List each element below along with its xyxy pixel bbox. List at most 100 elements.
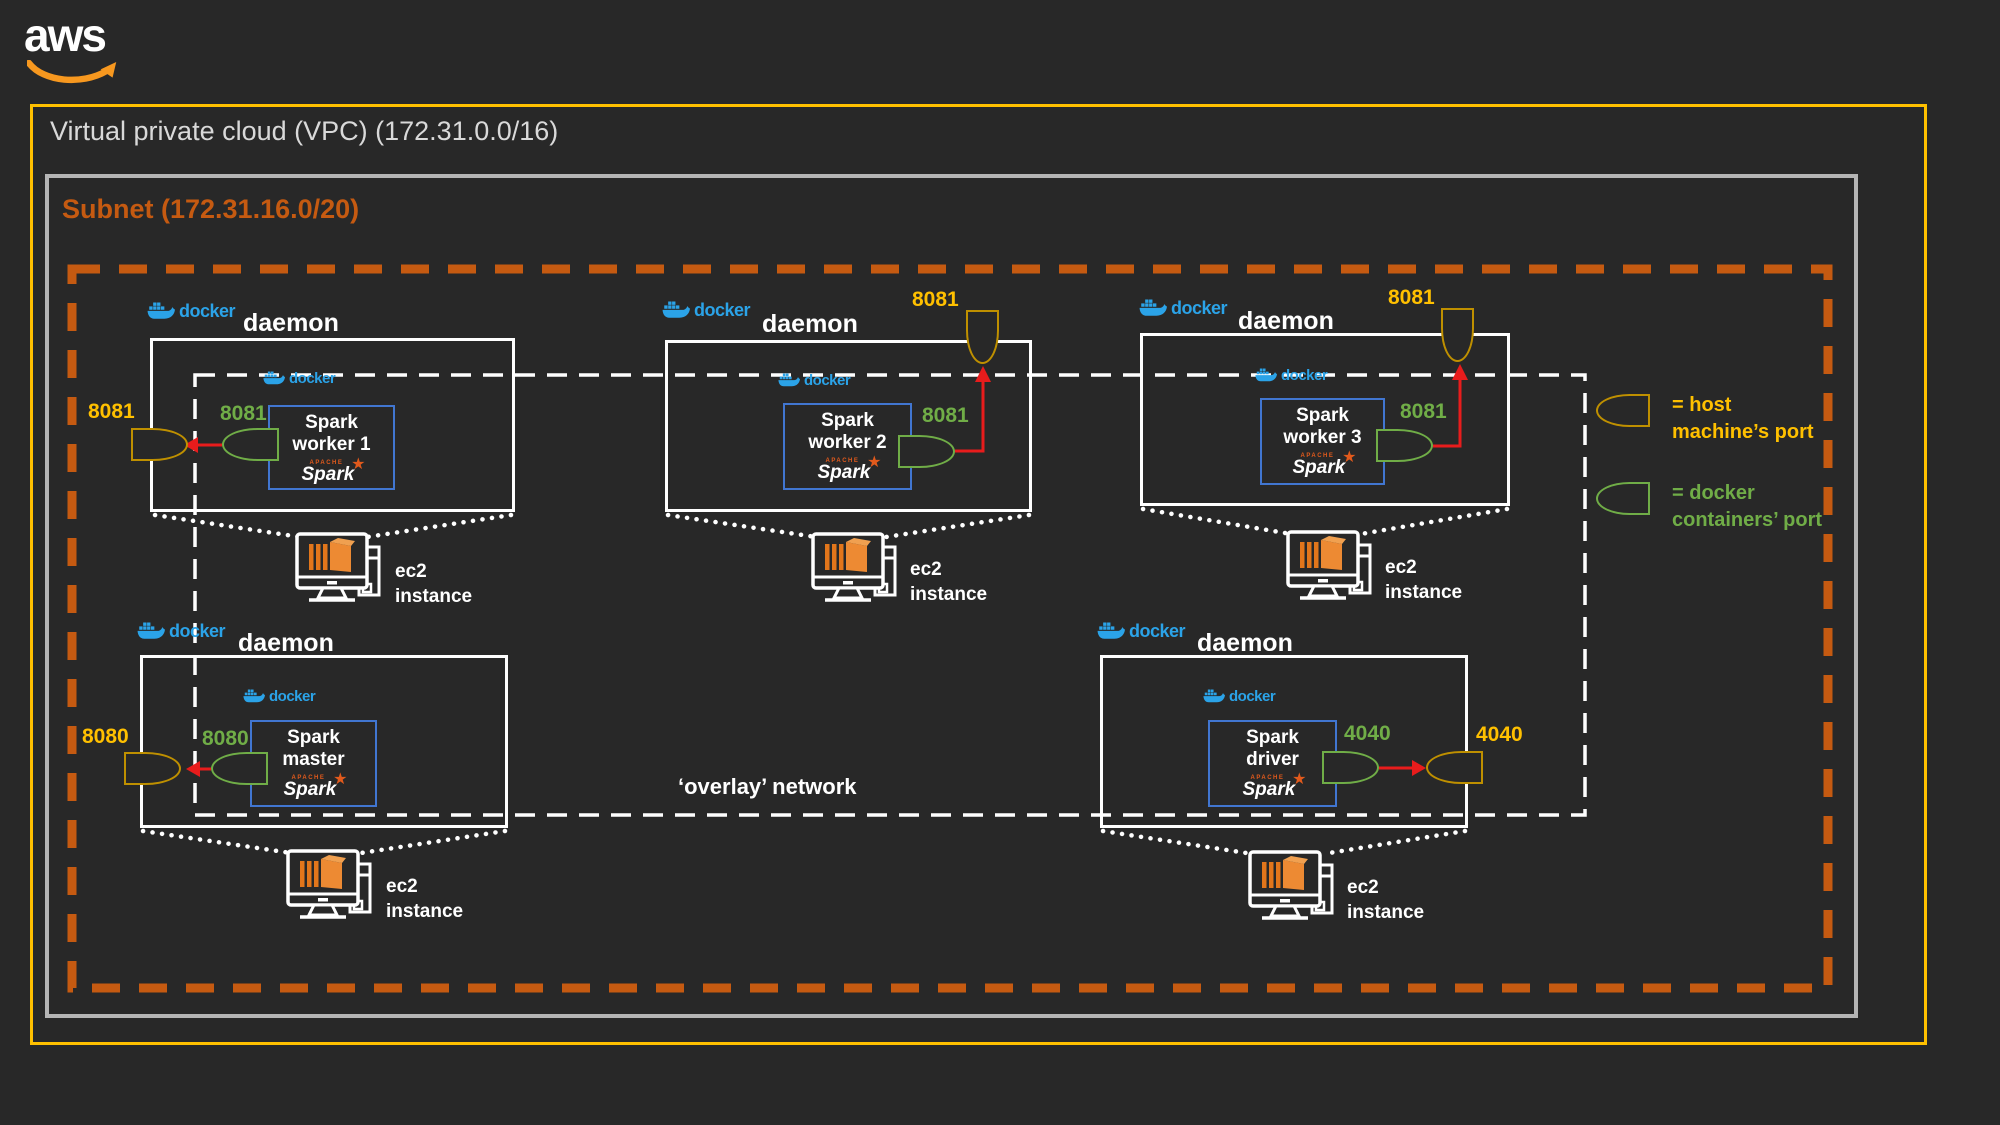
- ec2-icon-worker1: [295, 532, 395, 604]
- container-spark-driver: Spark driver APACHE Spark ★: [1208, 720, 1337, 807]
- overlay-network-label: ‘overlay’ network: [678, 774, 857, 799]
- container-name-line1: Spark: [1296, 405, 1349, 426]
- ec2-label-line1: ec2: [910, 559, 942, 580]
- daemon-box-master: [140, 655, 508, 828]
- container-name-line2: worker 3: [1283, 426, 1362, 448]
- daemon-box-worker1: [150, 338, 515, 512]
- host-port-label-worker2: 8081: [912, 288, 959, 311]
- legend-container-port-text: = docker containers’ port: [1672, 482, 1823, 531]
- spark-star-icon: ★: [333, 770, 348, 788]
- ec2-label-line1: ec2: [386, 876, 418, 897]
- arrow-heads: [184, 364, 1468, 777]
- daemon-box-worker3: [1140, 333, 1510, 506]
- spark-logo-text: Spark: [1292, 456, 1346, 478]
- spark-logo: APACHE Spark ★: [1287, 449, 1359, 482]
- ec2-label-line1: ec2: [395, 561, 427, 582]
- host-port-worker3: [1441, 308, 1474, 362]
- container-port-label-worker1: 8081: [220, 402, 267, 425]
- spark-star-icon: ★: [867, 453, 882, 471]
- container-name-line1: Spark: [287, 727, 340, 748]
- ec2-label-line2: instance: [1347, 901, 1425, 923]
- container-name-line2: master: [282, 748, 345, 770]
- spark-logo: APACHE Spark ★: [812, 454, 884, 487]
- host-port-worker1: [131, 428, 188, 461]
- docker-logo-text: docker: [269, 688, 316, 705]
- docker-logo-worker1: docker: [147, 301, 236, 322]
- spark-logo: APACHE Spark ★: [1237, 771, 1309, 804]
- docker-whale-icon: [263, 371, 285, 387]
- docker-logo-text: docker: [1171, 298, 1228, 318]
- container-port-label-master: 8080: [202, 727, 249, 750]
- spark-star-icon: ★: [1292, 770, 1307, 788]
- docker-logo-text: docker: [1281, 367, 1328, 384]
- vpc-boundary: [30, 104, 1927, 1045]
- spark-logo-apache-text: APACHE: [1300, 452, 1335, 459]
- docker-logo-text: docker: [169, 621, 226, 641]
- docker-whale-icon: [137, 622, 165, 642]
- ec2-label-line2: instance: [910, 583, 988, 605]
- docker-logo-text: docker: [289, 370, 336, 387]
- container-port-driver: [1322, 751, 1379, 784]
- docker-whale-icon: [662, 301, 690, 321]
- ec2-label-line1: ec2: [1385, 557, 1417, 578]
- ec2-icon-master: [286, 849, 386, 921]
- host-port-worker2: [966, 310, 999, 364]
- spark-logo: APACHE Spark ★: [278, 771, 350, 804]
- container-spark-worker-2: Spark worker 2 APACHE Spark ★: [783, 403, 912, 490]
- docker-whale-icon: [778, 373, 800, 389]
- ec2-label-line2: instance: [395, 585, 473, 607]
- container-port-worker2: [898, 435, 955, 468]
- docker-logo-worker2: docker: [662, 300, 751, 321]
- port-mapping-arrows: [196, 378, 1462, 771]
- red-arrow-worker2: [955, 380, 985, 453]
- container-port-label-driver: 4040: [1344, 722, 1391, 745]
- container-name-line1: Spark: [821, 410, 874, 431]
- ec2-icon-driver: [1248, 850, 1348, 922]
- subnet-boundary: [45, 174, 1858, 1018]
- docker-logo-text: docker: [694, 300, 751, 320]
- ec2-label-master: ec2 instance: [386, 875, 463, 924]
- spark-star-icon: ★: [1342, 448, 1357, 466]
- legend-container-port-icon: [1596, 482, 1650, 515]
- daemon-label-worker2: daemon: [762, 310, 858, 338]
- docker-whale-icon: [1255, 368, 1277, 384]
- host-port-driver: [1426, 751, 1483, 784]
- docker-logo-text: docker: [179, 301, 236, 321]
- docker-logo-inner-worker2: docker: [778, 372, 851, 389]
- daemon-label-worker1: daemon: [243, 309, 339, 337]
- container-port-worker1: [222, 428, 279, 461]
- ec2-label-driver: ec2 instance: [1347, 876, 1424, 925]
- spark-logo-apache-text: APACHE: [1250, 774, 1285, 781]
- ec2-icon-worker3: [1286, 530, 1386, 602]
- container-name-line2: worker 1: [292, 433, 371, 455]
- docker-logo-text: docker: [804, 372, 851, 389]
- container-name-line1: Spark: [305, 412, 358, 433]
- docker-logo-text: docker: [1129, 621, 1186, 641]
- docker-whale-icon: [1139, 299, 1167, 319]
- ec2-label-line2: instance: [386, 900, 464, 922]
- legend-host-port-icon: [1596, 394, 1650, 427]
- availability-dashed-boundary: [67, 264, 1833, 993]
- docker-whale-icon: [243, 689, 265, 705]
- daemon-label-worker3: daemon: [1238, 307, 1334, 335]
- daemon-box-driver: [1100, 655, 1468, 828]
- spark-logo-text: Spark: [301, 463, 355, 485]
- host-port-label-driver: 4040: [1476, 723, 1523, 746]
- legend-host-port-text: = host machine’s port: [1672, 394, 1814, 443]
- daemon-box-worker2: [665, 340, 1032, 512]
- ec2-label-worker1: ec2 instance: [395, 560, 472, 609]
- host-port-label-master: 8080: [82, 725, 129, 748]
- container-port-label-worker2: 8081: [922, 404, 969, 427]
- container-name-line2: driver: [1246, 748, 1299, 770]
- container-spark-worker-3: Spark worker 3 APACHE Spark ★: [1260, 398, 1385, 485]
- docker-logo-driver: docker: [1097, 621, 1186, 642]
- spark-logo-text: Spark: [283, 778, 337, 800]
- ec2-label-line1: ec2: [1347, 877, 1379, 898]
- container-port-worker3: [1376, 429, 1433, 462]
- docker-whale-icon: [147, 302, 175, 322]
- ec2-label-worker3: ec2 instance: [1385, 556, 1462, 605]
- spark-logo-apache-text: APACHE: [309, 459, 344, 466]
- docker-logo-inner-worker3: docker: [1255, 367, 1328, 384]
- spark-logo: APACHE Spark ★: [296, 456, 368, 488]
